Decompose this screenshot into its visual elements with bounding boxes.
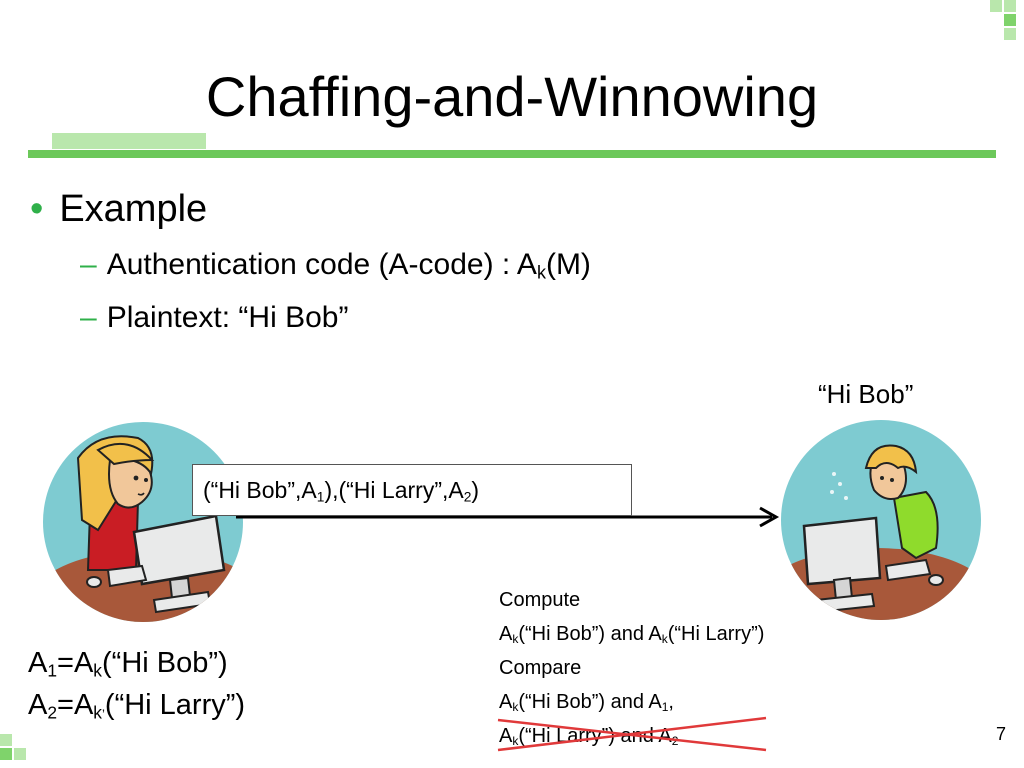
- message-arrow: [236, 506, 780, 528]
- compute-heading: Compute: [499, 589, 581, 611]
- subbullet-acode: –Authentication code (A-code) : Ak(M): [80, 248, 591, 283]
- corner-decoration: [1004, 0, 1016, 12]
- transmitted-message-box: (“Hi Bob”,A1),(“Hi Larry”,A2): [192, 464, 632, 516]
- corner-decoration: [0, 734, 12, 746]
- compute-expression: Ak(“Hi Bob”) and Ak(“Hi Larry”): [499, 623, 765, 646]
- corner-decoration: [1004, 28, 1016, 40]
- dash-icon: –: [80, 301, 97, 334]
- sender-avatar: [43, 422, 243, 622]
- receiver-avatar: [781, 420, 981, 620]
- bullet-example: •Example: [30, 188, 208, 230]
- slide-title: Chaffing-and-Winnowing: [205, 65, 819, 128]
- mac-formulas: A1=Ak(“Hi Bob”) A2=Ak’(“Hi Larry”): [28, 642, 245, 726]
- bullet-dot-icon: •: [30, 188, 44, 230]
- compare-heading: Compare: [499, 657, 582, 679]
- formula-a1: A1=Ak(“Hi Bob”): [28, 647, 228, 681]
- corner-decoration: [0, 748, 12, 760]
- chaff-crossout-mark: [497, 716, 767, 752]
- dash-icon: –: [80, 248, 97, 281]
- corner-decoration: [990, 0, 1002, 12]
- corner-decoration: [1004, 14, 1016, 26]
- compare-valid: Ak(“Hi Bob”) and A1,: [499, 691, 674, 714]
- title-underline-bar: [28, 150, 996, 158]
- receiver-label: “Hi Bob”: [818, 379, 914, 409]
- subbullet-plaintext: –Plaintext: “Hi Bob”: [80, 301, 349, 334]
- corner-decoration: [14, 748, 26, 760]
- page-number: 7: [996, 724, 1007, 744]
- formula-a2: A2=Ak’(“Hi Larry”): [28, 689, 246, 723]
- title-accent-bar: [52, 133, 206, 149]
